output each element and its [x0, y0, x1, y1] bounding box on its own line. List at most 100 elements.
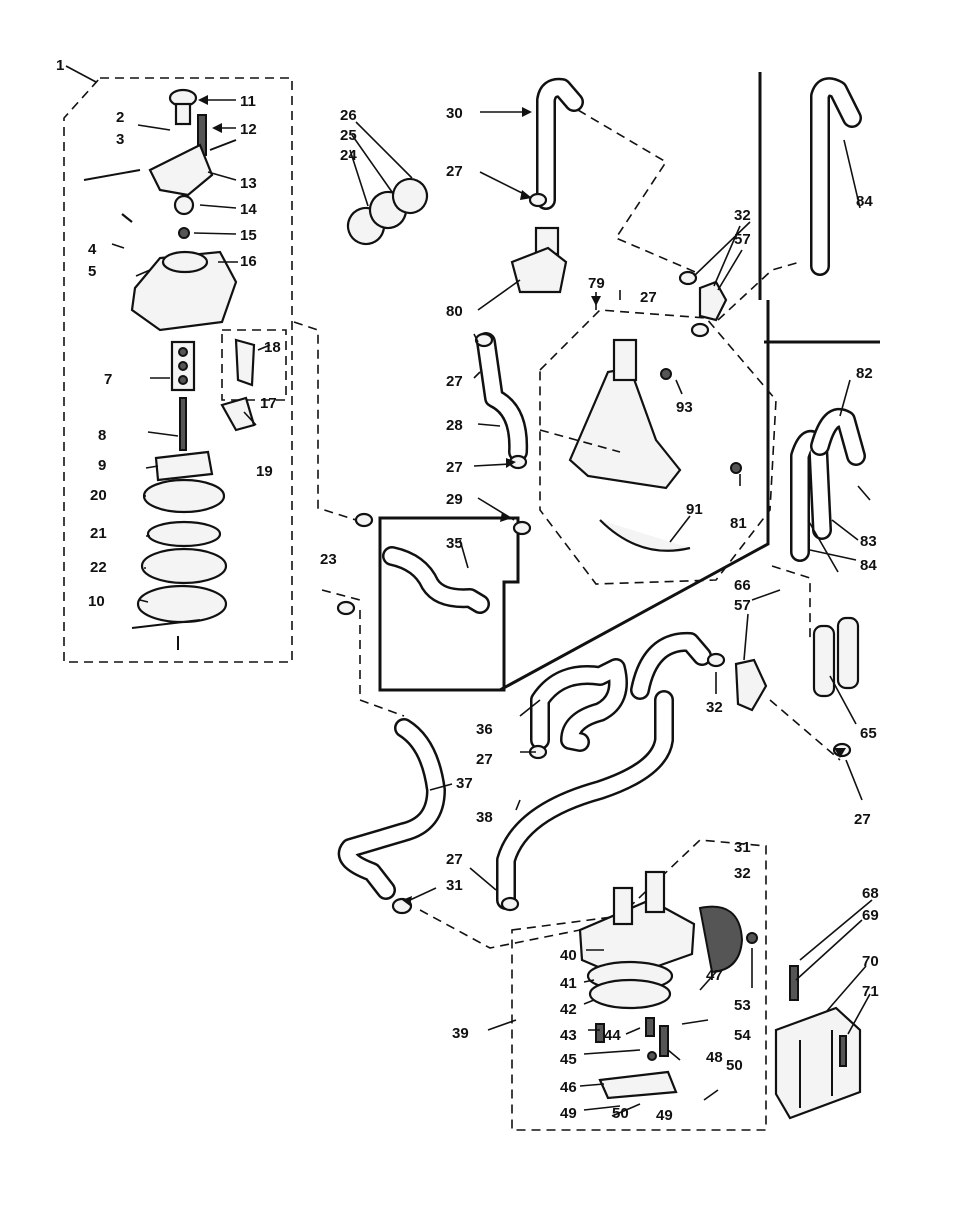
- clamp-32-lower: [706, 652, 726, 668]
- callout-65: 65: [860, 725, 877, 742]
- tub-frame-group: [378, 72, 880, 692]
- callout-9: 9: [98, 457, 106, 474]
- callout-27-g: 27: [854, 811, 871, 828]
- callout-16: 16: [240, 253, 257, 270]
- callout-27-e: 27: [476, 751, 493, 768]
- callout-83: 83: [860, 533, 877, 550]
- callout-27-b: 27: [446, 373, 463, 390]
- shaft-part: [612, 338, 638, 382]
- callout-32-c: 32: [734, 865, 751, 882]
- callout-66: 66: [734, 577, 751, 594]
- leader-lines: [409, 111, 871, 1031]
- callout-41: 41: [560, 975, 577, 992]
- callout-80: 80: [446, 303, 463, 320]
- callout-19: 19: [256, 463, 273, 480]
- callout-3: 3: [116, 131, 124, 148]
- callout-48: 48: [706, 1049, 723, 1066]
- callout-31-a: 31: [446, 877, 463, 894]
- elbow-part-57-upper: [698, 280, 728, 322]
- callout-53: 53: [734, 997, 751, 1014]
- callout-84-b: 84: [860, 557, 877, 574]
- motor-part-47: [698, 905, 744, 974]
- callout-24: 24: [340, 147, 357, 164]
- callout-32-a: 32: [734, 207, 751, 224]
- agitator-part: [568, 366, 682, 490]
- clamp-23-lower: [336, 600, 356, 616]
- callout-31-b: 31: [734, 839, 751, 856]
- callout-57-b: 57: [734, 597, 751, 614]
- callout-57-a: 57: [734, 231, 751, 248]
- callout-38: 38: [476, 809, 493, 826]
- callout-44: 44: [604, 1027, 621, 1044]
- seal-rings-group: [346, 121, 429, 246]
- callout-25: 25: [340, 127, 357, 144]
- switch-part-18: [234, 338, 256, 387]
- stem-part: [174, 102, 192, 126]
- callout-22: 22: [90, 559, 107, 576]
- callout-12: 12: [240, 121, 257, 138]
- filter-part-65-left: [812, 624, 836, 698]
- callout-27-f: 27: [446, 851, 463, 868]
- callout-13: 13: [240, 175, 257, 192]
- screw-part-71: [839, 1035, 847, 1067]
- callout-50-a: 50: [612, 1105, 629, 1122]
- mounting-bracket-group: [774, 899, 873, 1120]
- bracket-part-19: [220, 396, 256, 432]
- clamp-32-upper: [678, 270, 698, 286]
- clamps-group: [293, 109, 852, 949]
- elbow-part-57-lower: [734, 658, 768, 712]
- bracket-part-46: [598, 1070, 678, 1100]
- callout-49-b: 49: [656, 1107, 673, 1124]
- valve-assembly-group: [63, 65, 293, 663]
- pump-assembly-group: [511, 839, 767, 1131]
- callout-39: 39: [452, 1025, 469, 1042]
- lever-part-13: [148, 143, 214, 197]
- callout-27-a: 27: [446, 163, 463, 180]
- callout-36: 36: [476, 721, 493, 738]
- callout-7: 7: [104, 371, 112, 388]
- gasket-part-21: [146, 520, 222, 548]
- callout-50-b: 50: [726, 1057, 743, 1074]
- filter-part-65-right: [836, 616, 860, 690]
- callout-69: 69: [862, 907, 879, 924]
- clamp-27: [528, 192, 548, 208]
- callout-14: 14: [240, 201, 257, 218]
- callout-42: 42: [560, 1001, 577, 1018]
- callout-37: 37: [456, 775, 473, 792]
- seal-part-42: [588, 978, 672, 1010]
- callout-30: 30: [446, 105, 463, 122]
- housing-part-20: [142, 478, 226, 514]
- clamp-23-upper: [354, 512, 374, 528]
- callout-5: 5: [88, 263, 96, 280]
- callout-45: 45: [560, 1051, 577, 1068]
- basket-assembly-group: [539, 292, 777, 585]
- callout-82: 82: [856, 365, 873, 382]
- screw-part-68: [789, 965, 799, 1001]
- callout-68: 68: [862, 885, 879, 902]
- callout-28: 28: [446, 417, 463, 434]
- callout-29: 29: [446, 491, 463, 508]
- callout-1: 1: [56, 57, 64, 74]
- callout-15: 15: [240, 227, 257, 244]
- callout-21: 21: [90, 525, 107, 542]
- callout-2: 2: [116, 109, 124, 126]
- callout-79: 79: [588, 275, 605, 292]
- callout-32-b: 32: [706, 699, 723, 716]
- callout-35: 35: [446, 535, 463, 552]
- callout-27-c: 27: [446, 459, 463, 476]
- callout-93: 93: [676, 399, 693, 416]
- hoses-group: [337, 77, 866, 910]
- housing-part-22: [140, 547, 228, 585]
- callout-8: 8: [98, 427, 106, 444]
- callout-54: 54: [734, 1027, 751, 1044]
- callout-71: 71: [862, 983, 879, 1000]
- callout-47: 47: [706, 967, 723, 984]
- callout-17: 17: [260, 395, 277, 412]
- callout-40: 40: [560, 947, 577, 964]
- callout-10: 10: [88, 593, 105, 610]
- callout-27-d: 27: [640, 289, 657, 306]
- bracket-part-70: [774, 1006, 862, 1120]
- strap-part-91: [599, 519, 691, 552]
